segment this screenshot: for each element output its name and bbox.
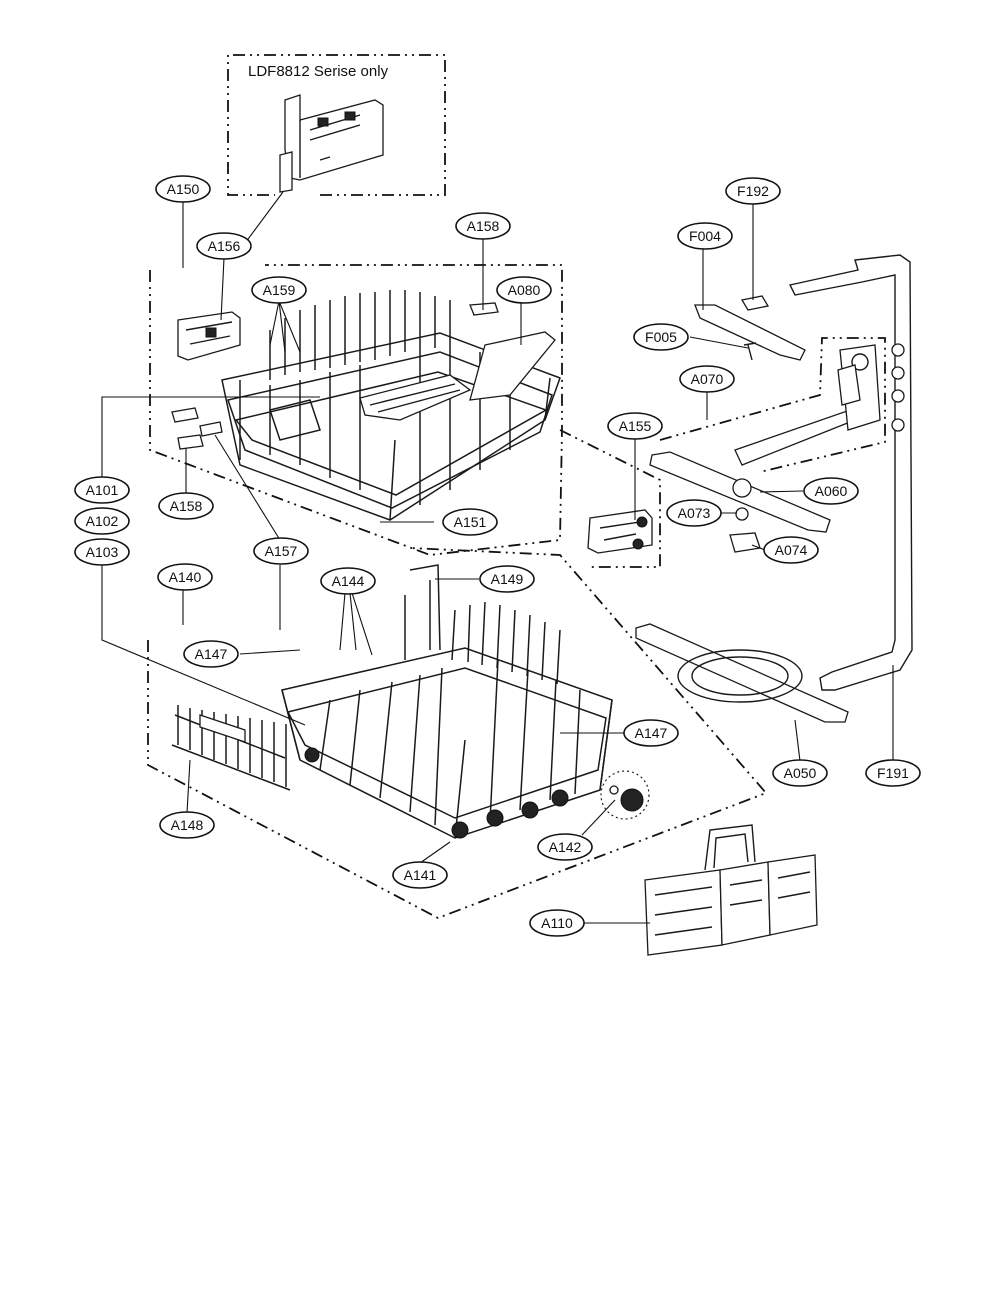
callout-a155: A155 [607, 412, 663, 440]
svg-text:A103: A103 [86, 544, 119, 560]
callout-a151: A151 [442, 508, 498, 536]
svg-text:A101: A101 [86, 482, 119, 498]
leader-lines [101, 191, 894, 924]
callout-a147-left: A147 [183, 640, 239, 668]
group-boxes [147, 54, 886, 919]
callout-f004: F004 [677, 222, 733, 250]
callout-a073: A073 [666, 499, 722, 527]
ldf8812-note: LDF8812 Serise only [248, 63, 389, 80]
svg-text:A157: A157 [265, 543, 298, 559]
svg-text:A148: A148 [171, 817, 204, 833]
callout-a060: A060 [803, 477, 859, 505]
callout-a157: A157 [253, 537, 309, 565]
svg-text:A159: A159 [263, 282, 296, 298]
a155-hinge-part [587, 509, 653, 554]
callout-f005: F005 [633, 323, 689, 351]
svg-text:A050: A050 [784, 765, 817, 781]
svg-text:F005: F005 [645, 329, 677, 345]
callout-a158-top: A158 [455, 212, 511, 240]
f004-upper-arm-part [694, 304, 806, 361]
upper-rack-box [149, 264, 563, 556]
ldf8812-bracket-part [279, 94, 384, 193]
callout-a149: A149 [479, 565, 535, 593]
callout-a159: A159 [251, 276, 307, 304]
callout-a101: A101 [74, 476, 130, 504]
callout-a158-left: A158 [158, 492, 214, 520]
upper-rack-part [221, 290, 561, 521]
callout-a142: A142 [537, 833, 593, 861]
svg-text:A074: A074 [775, 542, 808, 558]
callout-a150: A150 [155, 175, 211, 203]
svg-text:A147: A147 [635, 725, 668, 741]
callout-a070: A070 [679, 365, 735, 393]
a142-wheel-part [600, 770, 650, 820]
callout-a156: A156 [196, 232, 252, 260]
svg-text:A080: A080 [508, 282, 541, 298]
svg-text:A073: A073 [678, 505, 711, 521]
a158-top-clip-part [469, 302, 499, 316]
a155-box [559, 429, 661, 568]
svg-text:A140: A140 [169, 569, 202, 585]
svg-text:A060: A060 [815, 483, 848, 499]
a073-washer-part [735, 507, 749, 521]
callout-a103: A103 [74, 538, 130, 566]
callout-a144: A144 [320, 567, 376, 595]
callout-a050: A050 [772, 759, 828, 787]
svg-text:A141: A141 [404, 867, 437, 883]
svg-text:A158: A158 [467, 218, 500, 234]
f191-tube-ports [891, 343, 905, 432]
callout-a141: A141 [392, 861, 448, 889]
svg-text:A142: A142 [549, 839, 582, 855]
svg-text:A156: A156 [208, 238, 241, 254]
callout-a074: A074 [763, 536, 819, 564]
svg-text:F004: F004 [689, 228, 721, 244]
lower-rack-part [281, 564, 613, 839]
callout-a147-right: A147 [623, 719, 679, 747]
svg-text:A070: A070 [691, 371, 724, 387]
callout-a080: A080 [496, 276, 552, 304]
svg-text:A110: A110 [541, 915, 573, 931]
a156-hinge-part [177, 311, 241, 361]
callout-f192: F192 [725, 177, 781, 205]
callout-a110: A110 [529, 909, 585, 937]
svg-text:A149: A149 [491, 571, 524, 587]
a110-basket-part [644, 824, 818, 956]
callout-a102: A102 [74, 507, 130, 535]
a148-tine-row-part [171, 705, 291, 791]
svg-text:F191: F191 [877, 765, 909, 781]
a157-clip-part [171, 407, 223, 437]
callout-f191: F191 [865, 759, 921, 787]
svg-text:A144: A144 [332, 573, 365, 589]
a060-hub-part [732, 478, 752, 498]
svg-text:A158: A158 [170, 498, 203, 514]
svg-text:A151: A151 [454, 514, 487, 530]
f191-water-tube-part [788, 254, 913, 691]
a070-box [659, 337, 886, 473]
f192-nut-part [740, 295, 770, 311]
svg-text:A150: A150 [167, 181, 200, 197]
a074-nut-part [729, 532, 761, 553]
svg-text:A155: A155 [619, 418, 652, 434]
callout-a140: A140 [157, 563, 213, 591]
svg-text:F192: F192 [737, 183, 769, 199]
svg-text:A102: A102 [86, 513, 119, 529]
callout-a148: A148 [159, 811, 215, 839]
svg-text:A147: A147 [195, 646, 228, 662]
f005-screw-part [743, 342, 757, 361]
a070-support-part [734, 344, 881, 466]
lower-rack-box [147, 547, 768, 919]
a050-lower-arm-part [635, 623, 849, 723]
parts-art [171, 94, 913, 956]
ldf8812-box [227, 54, 446, 196]
a158-left-clip-part [177, 434, 204, 450]
